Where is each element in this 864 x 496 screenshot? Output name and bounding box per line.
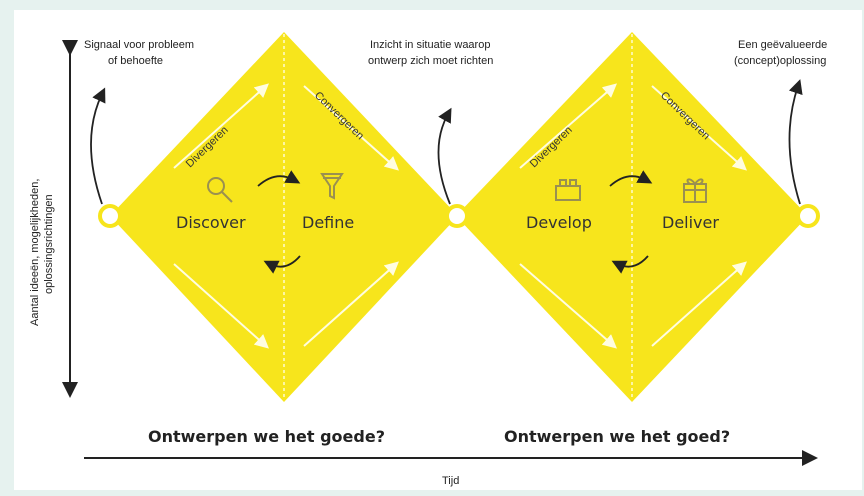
question-right: Ontwerpen we het goed? xyxy=(504,427,730,446)
middle-node xyxy=(445,204,469,228)
gift-icon xyxy=(683,178,707,203)
note-arrows xyxy=(90,79,803,205)
phase-define: Define xyxy=(302,213,354,232)
phase-discover: Discover xyxy=(176,213,246,232)
phase-deliver: Deliver xyxy=(662,213,719,232)
start-node xyxy=(98,204,122,228)
end-node xyxy=(796,204,820,228)
funnel-icon xyxy=(320,173,344,200)
magnifier-icon xyxy=(207,177,233,203)
double-diamond-diagram: Divergeren Convergeren Divergeren Conver… xyxy=(29,32,827,487)
note-middle-line2: ontwerp zich moet richten xyxy=(368,55,493,67)
note-end-line1: Een geëvalueerde xyxy=(738,39,827,51)
double-diamond-canvas: Divergeren Convergeren Divergeren Conver… xyxy=(14,10,862,490)
y-axis-label-line1: Aantal ideeën, mogelijkheden, xyxy=(29,179,41,326)
note-start-line1: Signaal voor probleem xyxy=(84,39,194,51)
note-start-line2: of behoefte xyxy=(108,55,163,67)
iteration-arrows xyxy=(257,170,653,274)
lego-brick-icon xyxy=(555,179,581,201)
y-axis-label-line2: oplossingsrichtingen xyxy=(43,194,55,294)
phase-develop: Develop xyxy=(526,213,592,232)
question-left: Ontwerpen we het goede? xyxy=(148,427,385,446)
inner-flow-arrows xyxy=(173,83,747,349)
x-axis-label: Tijd xyxy=(442,475,459,487)
note-middle-line1: Inzicht in situatie waarop xyxy=(370,39,490,51)
note-end-line2: (concept)oplossing xyxy=(734,55,826,67)
